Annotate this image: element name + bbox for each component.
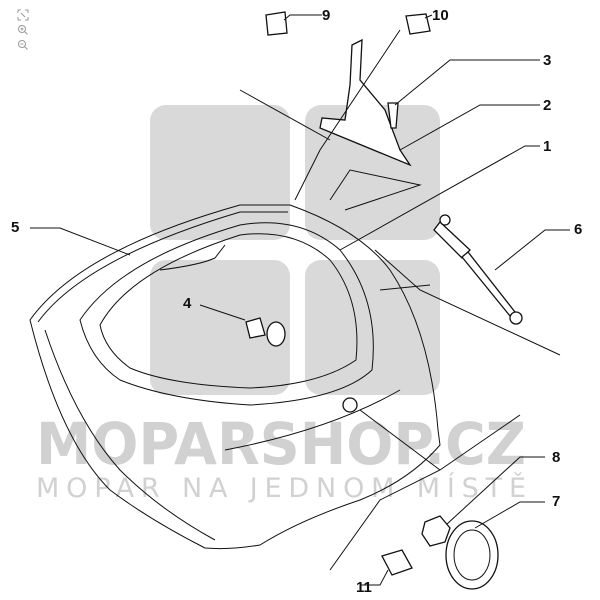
callout-8: 8 <box>552 449 560 466</box>
callout-5: 5 <box>11 219 19 236</box>
callout-10: 10 <box>432 7 449 24</box>
part-6-gas-strut <box>433 214 523 325</box>
callout-2: 2 <box>543 97 551 114</box>
callout-7: 7 <box>552 493 560 510</box>
zoom-out-icon[interactable] <box>16 38 30 52</box>
callout-1: 1 <box>543 138 551 155</box>
callout-11: 11 <box>356 579 372 596</box>
part-9-pad <box>265 11 288 36</box>
watermark-logo <box>150 105 440 395</box>
part-4-clip <box>245 317 286 347</box>
callout-4: 4 <box>183 295 192 312</box>
viewer-toolbar <box>16 8 32 53</box>
part-10-pad <box>405 13 431 35</box>
leader-lines <box>30 14 570 586</box>
part-11-plug <box>381 549 413 576</box>
callout-3: 3 <box>543 52 551 69</box>
part-8-nut <box>421 515 451 547</box>
watermark-title: MOPARSHOP.CZ <box>36 410 526 478</box>
zoom-in-icon[interactable] <box>16 23 30 37</box>
callout-6: 6 <box>574 221 582 238</box>
callout-9: 9 <box>322 7 330 24</box>
part-7-badge <box>445 520 499 590</box>
fit-screen-icon[interactable] <box>16 8 30 22</box>
part-1-hinge <box>319 38 412 167</box>
tailgate-drawing <box>29 204 441 550</box>
